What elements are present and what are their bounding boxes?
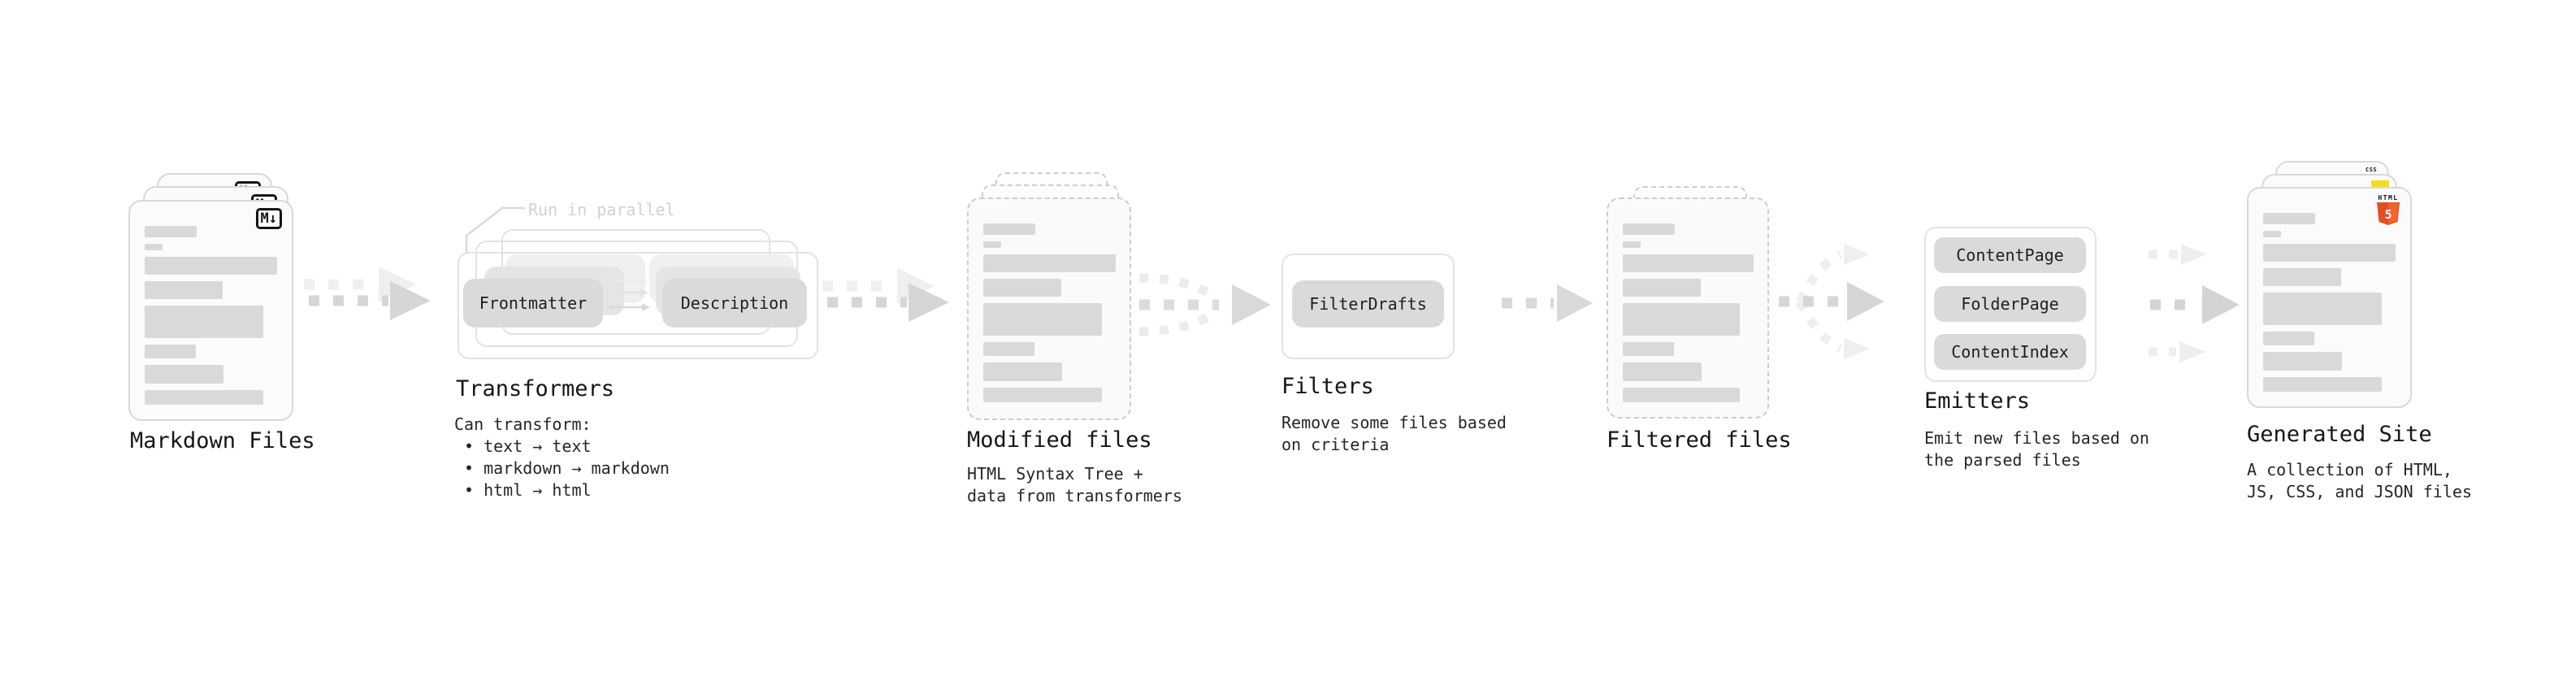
generated-site-caption: A collection of HTML,	[2247, 460, 2452, 479]
filtered-file-card	[1607, 197, 1769, 419]
file-content-placeholder	[983, 223, 1116, 409]
main-arrow	[827, 283, 949, 322]
emitters-label: Emitters	[1924, 388, 2031, 414]
arrows-emitters-to-site	[2149, 244, 2240, 362]
arrow-modified-to-filters	[1138, 273, 1271, 336]
transformer-layer-front	[458, 252, 818, 359]
ghost-arrow	[822, 268, 935, 304]
file-content-placeholder	[1623, 223, 1754, 409]
arrow-filters-to-filtered	[1502, 284, 1593, 322]
modified-files-caption: HTML Syntax Tree +	[967, 464, 1143, 484]
site-file-card-front: HTML 5	[2247, 187, 2412, 408]
contentindex-chip: ContentIndex	[1934, 334, 2086, 370]
html5-icon: HTML 5	[2376, 194, 2400, 230]
generated-site-label: Generated Site	[2247, 422, 2432, 447]
transformers-caption-heading: Can transform:	[454, 414, 592, 434]
arrow-filtered-to-emitters	[1779, 244, 1884, 359]
parallel-callout-line	[465, 206, 525, 254]
main-arrow	[309, 281, 431, 320]
svg-text:5: 5	[2384, 207, 2392, 222]
description-chip: Description	[662, 279, 807, 327]
run-in-parallel-note: Run in parallel	[528, 200, 675, 219]
transformers-capability: • text → text	[464, 436, 592, 456]
markdown-file-card-front: M↓	[128, 200, 293, 421]
main-arrow	[2150, 285, 2240, 324]
emitters-caption: the parsed files	[1924, 450, 2081, 470]
modified-files-label: Modified files	[967, 427, 1152, 453]
filters-label: Filters	[1281, 374, 1374, 399]
filters-caption: Remove some files based	[1281, 413, 1507, 432]
ghost-arrow	[2149, 341, 2205, 362]
modified-files-caption: data from transformers	[967, 486, 1182, 505]
ghost-arrow	[304, 267, 416, 302]
markdown-files-label: Markdown Files	[130, 428, 315, 453]
transformers-capability: • markdown → markdown	[464, 458, 670, 478]
transformers-capability: • html → html	[464, 480, 592, 500]
emitters-caption: Emit new files based on	[1924, 428, 2149, 448]
ghost-arrow	[2149, 244, 2207, 265]
generated-site-caption: JS, CSS, and JSON files	[2247, 482, 2472, 501]
file-content-placeholder	[145, 226, 277, 411]
filterdrafts-chip: FilterDrafts	[1292, 280, 1444, 327]
arrow-markdown-to-transformers	[304, 267, 431, 320]
arrow-transformers-to-modified	[822, 268, 949, 322]
transformers-label: Transformers	[456, 376, 615, 401]
frontmatter-chip: Frontmatter	[463, 279, 603, 327]
folderpage-chip: FolderPage	[1934, 286, 2086, 322]
file-content-placeholder	[2263, 213, 2396, 398]
filters-caption: on criteria	[1281, 435, 1390, 454]
markdown-icon: M↓	[255, 208, 282, 229]
chip-flow-arrows	[609, 277, 650, 311]
filtered-files-label: Filtered files	[1607, 427, 1792, 453]
modified-file-card	[967, 197, 1131, 420]
contentpage-chip: ContentPage	[1934, 237, 2086, 273]
